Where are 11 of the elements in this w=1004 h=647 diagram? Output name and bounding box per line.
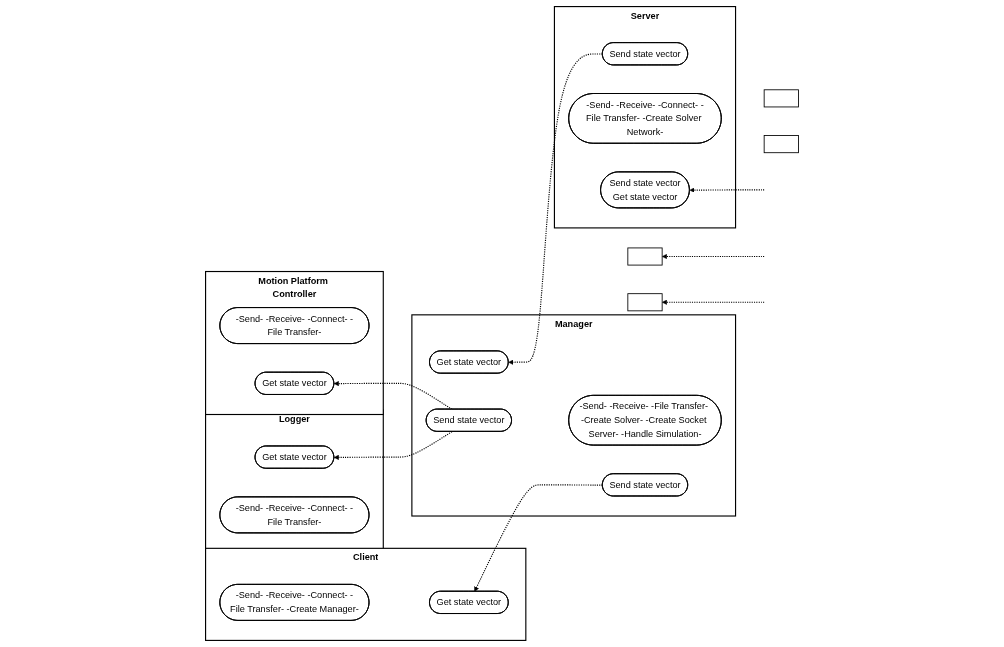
node-box bbox=[627, 293, 663, 312]
arrow bbox=[333, 431, 453, 460]
node-box bbox=[763, 89, 799, 108]
arrow bbox=[689, 187, 765, 193]
node-box bbox=[763, 135, 799, 154]
arrow bbox=[333, 381, 453, 410]
arrow bbox=[508, 53, 604, 365]
node-box bbox=[627, 247, 663, 266]
arrow bbox=[661, 299, 765, 305]
arrow bbox=[661, 254, 765, 259]
arrow bbox=[474, 484, 604, 592]
